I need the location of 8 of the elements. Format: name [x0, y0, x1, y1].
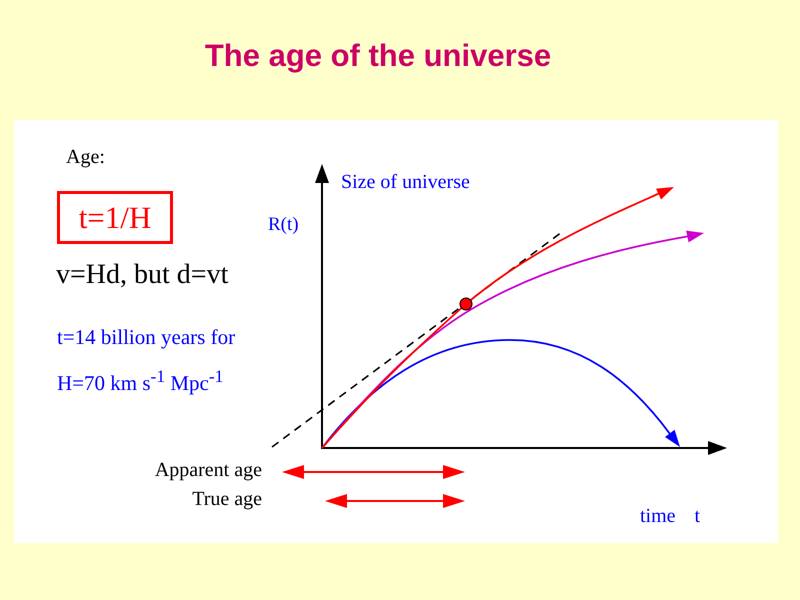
formula-box: t=1/H: [57, 191, 173, 244]
equation-text: v=Hd, but d=vt: [56, 259, 228, 292]
note-text: t=14 billion years for H=70 km s$^{-1}$ Mpc$^{-1}$: [57, 324, 236, 397]
age-heading: Age:: [66, 146, 105, 169]
axis-label: time t: [640, 505, 700, 528]
dimension-label: Apparent age: [154, 459, 262, 482]
dimension-label: True age: [192, 488, 262, 511]
slide-title: The age of the universe: [204, 38, 552, 74]
